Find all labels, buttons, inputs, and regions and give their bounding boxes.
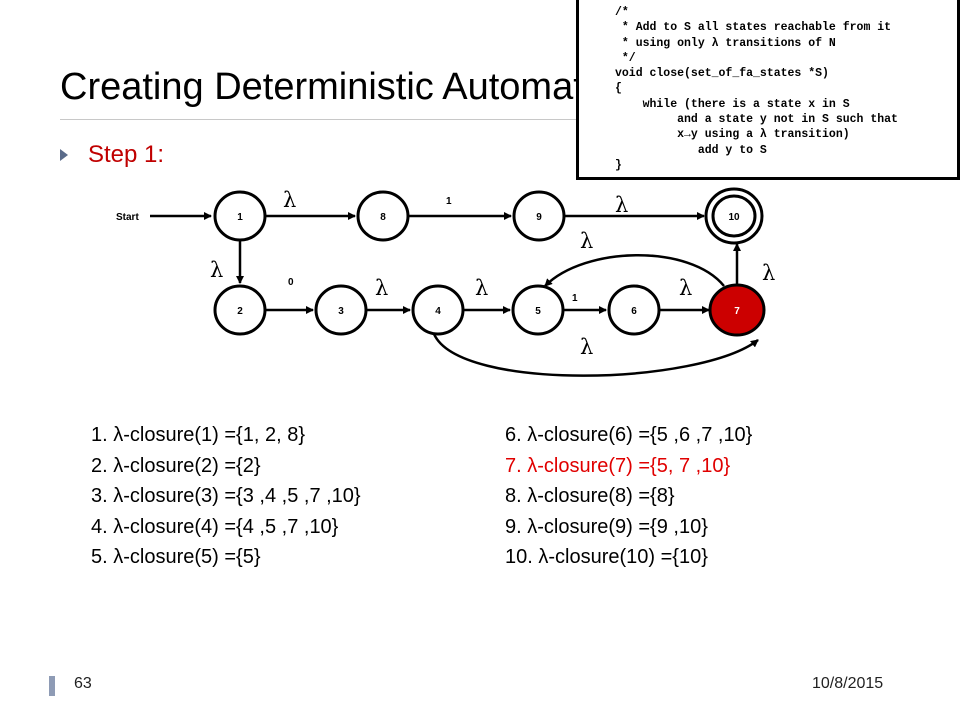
closure-item-2: 2. λ-closure(2) ={2} <box>91 454 261 477</box>
closure-item-8: 8. λ-closure(8) ={8} <box>505 485 675 507</box>
closure-item-10: 10. λ-closure(10) ={10} <box>505 546 708 568</box>
code-line: */ <box>615 51 636 65</box>
edge-label-7-10: λ <box>762 261 775 285</box>
closure-item-4: 4. λ-closure(4) ={4 ,5 ,7 ,10} <box>91 515 339 538</box>
state-7-highlighted: 7 <box>708 283 766 337</box>
state-10-final: 10 <box>704 187 764 245</box>
state-7-label: 7 <box>734 306 740 317</box>
state-10-label: 10 <box>728 212 740 223</box>
code-line: /* <box>615 6 629 19</box>
state-8: 8 <box>356 190 410 242</box>
edge-label-4-5: λ <box>475 276 488 300</box>
code-line: void close(set_of_fa_states *S) <box>615 67 829 81</box>
code-line: * using only λ transitions of N <box>615 36 836 50</box>
edge-label-9-10: λ <box>615 193 628 217</box>
code-snippet-box: /* * Add to S all states reachable from … <box>576 0 960 180</box>
edge-label-8-9: 1 <box>446 196 452 207</box>
edge-label-1-2: λ <box>210 258 223 282</box>
closure-item-6: 6. λ-closure(6) ={5 ,6 ,7 ,10} <box>505 424 753 446</box>
state-9: 9 <box>512 190 566 242</box>
state-6-label: 6 <box>631 306 637 317</box>
code-line: * Add to S all states reachable from it <box>615 21 892 35</box>
slide-date: 10/8/2015 <box>812 675 884 692</box>
edge-4-7 <box>432 333 759 377</box>
code-snippet: /* * Add to S all states reachable from … <box>615 5 898 173</box>
state-6: 6 <box>607 284 661 336</box>
state-4-label: 4 <box>435 306 441 317</box>
edge-label-7-5: λ <box>580 229 593 253</box>
code-line: add y to S <box>615 143 767 157</box>
edge-label-3-4: λ <box>375 276 388 300</box>
state-8-label: 8 <box>380 212 386 223</box>
start-label: Start <box>116 212 139 223</box>
code-line: x→y using a λ transition) <box>615 128 850 142</box>
state-1: 1 <box>213 190 267 242</box>
footer-marker <box>49 676 55 696</box>
slide-number: 63 <box>74 675 92 692</box>
title-divider <box>60 119 940 120</box>
code-line: { <box>615 82 622 96</box>
bullet-step: Step 1: <box>60 140 164 170</box>
code-line: and a state y not in S such that <box>615 113 898 127</box>
state-3-label: 3 <box>338 306 344 317</box>
bullet-text: Step 1: <box>88 141 165 168</box>
state-1-label: 1 <box>237 212 243 223</box>
state-5: 5 <box>511 284 565 336</box>
state-2-label: 2 <box>237 306 243 317</box>
slide-title: Creating Deterministic Automata <box>60 66 605 108</box>
edge-label-5-6: 1 <box>572 293 578 304</box>
code-line: } <box>615 158 622 172</box>
state-5-label: 5 <box>535 306 541 317</box>
state-2: 2 <box>213 284 267 336</box>
closure-item-3: 3. λ-closure(3) ={3 ,4 ,5 ,7 ,10} <box>91 485 361 507</box>
edge-label-6-7: λ <box>679 276 692 300</box>
code-line: while (there is a state x in S <box>615 97 850 111</box>
edge-label-2-3: 0 <box>288 277 294 288</box>
edge-label-1-8: λ <box>283 188 296 212</box>
closure-item-5: 5. λ-closure(5) ={5} <box>91 546 261 568</box>
edge-7-5 <box>544 254 725 287</box>
bullet-arrow-icon <box>60 149 68 161</box>
closure-list-left: 1. λ-closure(1) ={1, 2, 8} 2. λ-closure(… <box>91 420 361 573</box>
edge-label-4-7: λ <box>580 335 593 359</box>
state-9-label: 9 <box>536 212 542 223</box>
closure-list-right: 6. λ-closure(6) ={5 ,6 ,7 ,10} 7. λ-clos… <box>505 420 752 573</box>
state-4: 4 <box>411 284 465 336</box>
closure-item-1: 1. λ-closure(1) ={1, 2, 8} <box>91 424 306 446</box>
state-3: 3 <box>314 284 368 336</box>
closure-item-7-highlighted: 7. λ-closure(7) ={5, 7 ,10} <box>505 454 731 477</box>
closure-item-9: 9. λ-closure(9) ={9 ,10} <box>505 515 708 538</box>
